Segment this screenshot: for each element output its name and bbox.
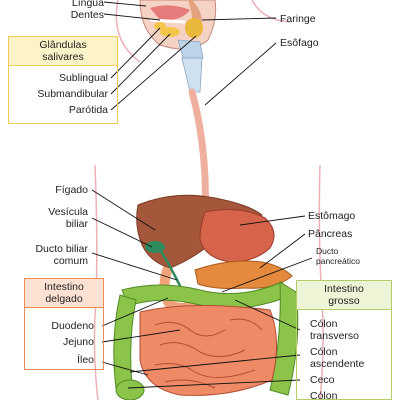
label-faringe: Faringe [280,13,316,25]
large-intestine-title-1: Intestino [324,283,364,295]
label-parotida: Parótida [68,104,108,116]
label-figado: Fígado [55,184,88,196]
stomach [199,209,275,263]
salivary-glands-title-2: salivares [42,51,84,63]
head-region [139,0,217,93]
small-intestine-title-2: delgado [45,293,83,305]
label-ceco: Ceco [310,374,335,386]
small-intestine [139,304,278,396]
label-vesicula-2: biliar [65,218,88,230]
large-intestine [113,281,299,400]
label-ileo: Íleo [77,354,94,366]
label-duodeno: Duodeno [51,320,94,332]
label-colon-transverso-2: transverso [310,330,360,342]
salivary-glands-header: Glândulas salivares [9,37,117,66]
label-ducto-pancreatico-2: pancreático [316,256,360,266]
small-intestine-box: Intestino delgado [24,278,104,370]
pancreas [194,260,293,289]
label-lingua: Língua [71,0,104,9]
small-intestine-title-1: Intestino [44,281,84,293]
label-dentes: Dentes [70,9,104,21]
label-sublingual: Sublingual [58,72,108,84]
leader-lines [91,1,313,389]
label-ducto-pancreatico-1: Ducto [316,246,339,256]
label-submandibular: Submandibular [37,88,108,100]
salivary-glands-title-1: Glândulas [39,39,87,51]
large-intestine-header: Intestino grosso [297,281,391,310]
label-colon-partial: Cólon [310,390,338,402]
label-colon-transverso-1: Cólon [310,318,338,330]
label-ducto-biliar-1: Ducto biliar [35,243,88,255]
small-intestine-folds [154,318,263,389]
salivary-glands-box: Glândulas salivares [8,36,118,124]
small-intestine-header: Intestino delgado [25,279,103,308]
label-colon-ascendente-2: ascendente [310,358,365,370]
large-intestine-box: Intestino grosso [296,280,392,400]
label-jejuno: Jejuno [63,336,94,348]
label-estomago: Estômago [308,210,356,222]
label-colon-ascendente-1: Cólon [310,346,338,358]
label-vesicula-1: Vesícula [48,206,88,218]
label-pancreas: Pâncreas [308,228,353,240]
large-intestine-title-2: grosso [328,295,360,307]
label-esofago: Esôfago [280,37,319,49]
label-ducto-biliar-2: comum [53,255,88,267]
